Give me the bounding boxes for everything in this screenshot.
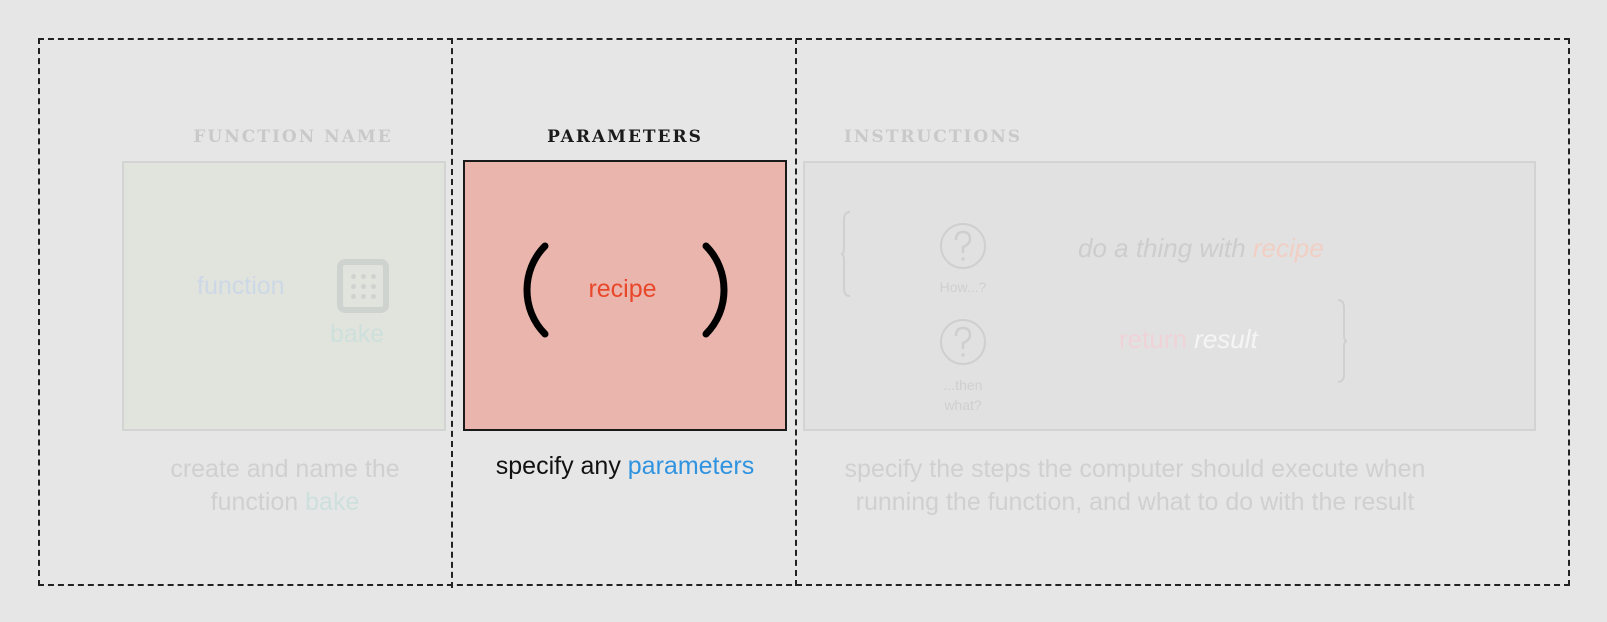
parameter-name: recipe xyxy=(588,275,657,303)
function-name: bake xyxy=(330,320,385,348)
close-paren-icon xyxy=(702,242,728,338)
heading-instructions: INSTRUCTIONS xyxy=(843,127,1023,147)
instruction-step-2: return result xyxy=(1119,324,1258,354)
heading-parameters: PARAMETERS xyxy=(547,127,703,147)
section-divider-2 xyxy=(795,38,797,586)
function-name-panel xyxy=(122,161,446,431)
step1-caption: How...? xyxy=(939,279,987,295)
instructions-description: specify the steps the computer should ex… xyxy=(844,455,1426,516)
function-name-description: create and name the function bake xyxy=(170,455,400,516)
question-icon xyxy=(940,223,986,269)
heading-function-name: FUNCTION NAME xyxy=(193,127,393,147)
question-icon xyxy=(940,319,986,365)
section-divider-1 xyxy=(451,38,453,588)
close-brace-icon xyxy=(1337,299,1348,383)
open-brace-icon xyxy=(840,211,851,297)
parameters-description: specify any parameters xyxy=(495,452,755,480)
open-paren-icon xyxy=(523,242,549,338)
instruction-step-1: do a thing with recipe xyxy=(1078,233,1324,263)
instructions-panel xyxy=(803,161,1536,431)
parameters-panel xyxy=(463,160,787,431)
function-keyword: function xyxy=(197,272,285,300)
dashed-frame xyxy=(38,38,1570,586)
oven-icon xyxy=(337,259,389,313)
